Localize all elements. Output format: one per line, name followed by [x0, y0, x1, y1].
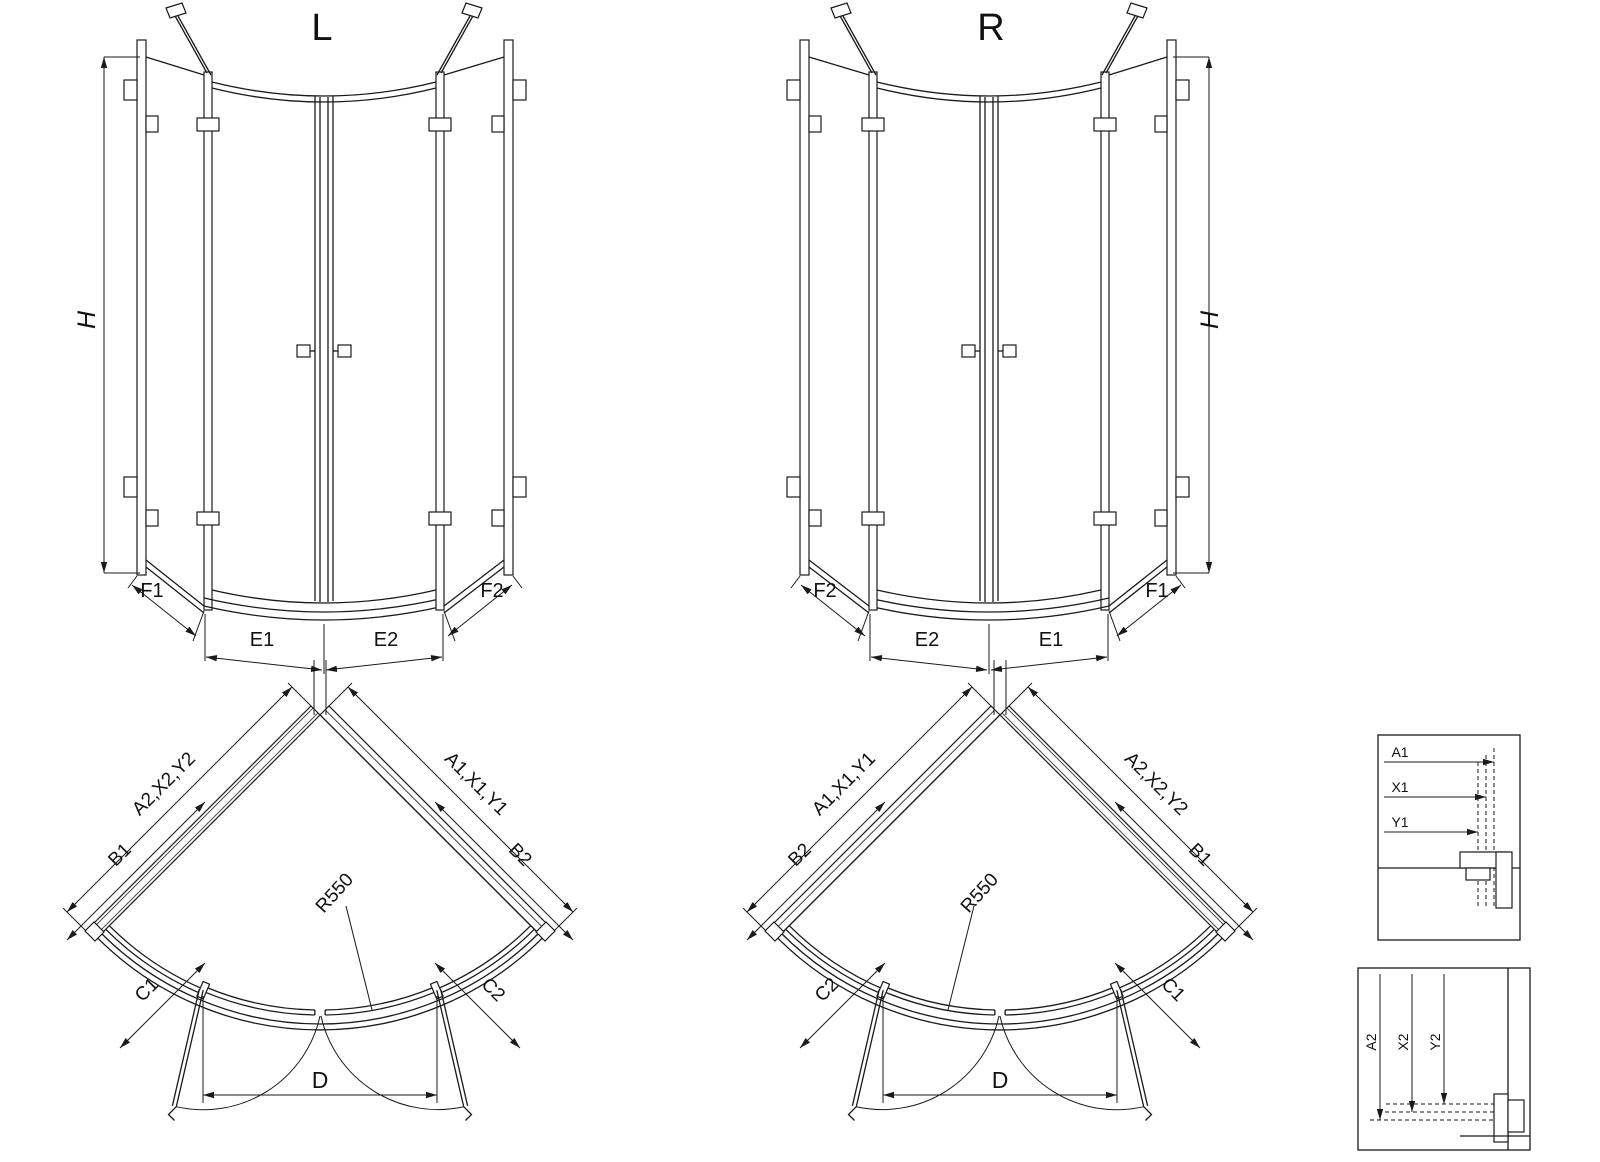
- plan-left-linework: [62, 660, 578, 1121]
- radius-leader: [345, 905, 373, 1011]
- detail-box-bottom: A2 X2 Y2: [1357, 967, 1531, 1151]
- f1-dimension-label-left: F1: [140, 580, 163, 602]
- curved-doors: [211, 81, 437, 604]
- e1-dimension-label-right: E1: [1039, 629, 1063, 651]
- plan-doors: [204, 986, 436, 1016]
- wall-left-dim-label-planL: A2,X2,Y2: [128, 748, 200, 820]
- d-dim-label-planL: D: [312, 1067, 329, 1093]
- wall-right-dim-label-planR: A2,X2,Y2: [1120, 748, 1192, 820]
- radius-label-planR: R550: [957, 869, 1003, 917]
- detail-top-a1-label: A1: [1391, 744, 1408, 760]
- plan-right-linework: [743, 660, 1257, 1121]
- fixed-panel-left: [145, 56, 205, 614]
- b-left-dim-label-planL: B1: [104, 839, 135, 870]
- f1-dimension-label-right: F1: [1145, 580, 1168, 602]
- door-handle-left: [296, 344, 315, 358]
- plan-bc-dimensions: [66, 801, 574, 1049]
- h-dimension-label-right: H: [1196, 310, 1224, 329]
- plan-d-dimension: [202, 996, 438, 1103]
- detail-top-x1-label: X1: [1391, 779, 1408, 795]
- b-left-dim-label-planR: B2: [784, 839, 815, 870]
- fixed-panel-right: [443, 56, 505, 614]
- plan-tray-rim: [96, 933, 544, 1031]
- b-right-dim-label-planR: B1: [1184, 839, 1215, 870]
- detail-box-top: A1 X1 Y1: [1377, 734, 1521, 941]
- support-rod-right: [436, 2, 483, 76]
- plan-wall-left: [85, 705, 321, 941]
- elevation-right-linework: [787, 3, 1209, 674]
- support-rod-left: [165, 2, 212, 76]
- e1-dimension-label-left: E1: [250, 629, 274, 651]
- e2-dimension-label-left: E2: [374, 629, 398, 651]
- door-handle-right: [333, 344, 352, 358]
- detail-bottom-a2-label: A2: [1363, 1033, 1379, 1050]
- detail-top-y1-label: Y1: [1391, 814, 1408, 830]
- detail-bottom-y2-label: Y2: [1427, 1033, 1443, 1050]
- hinge-profile-right: [428, 71, 452, 611]
- wall-right-dim-label-planL: A1,X1,Y1: [440, 748, 512, 820]
- d-dim-label-planR: D: [992, 1067, 1009, 1093]
- shower-tray: [203, 597, 445, 621]
- e2-dimension-label-right: E2: [915, 629, 939, 651]
- wall-profile-right: [491, 39, 527, 576]
- elevation-left-title: L: [311, 7, 332, 49]
- wall-left-dim-label-planR: A1,X1,Y1: [808, 748, 880, 820]
- detail-bottom-x2-label: X2: [1395, 1033, 1411, 1050]
- plan-fixed-segments: [105, 925, 535, 995]
- bottom-dimensions: [127, 575, 523, 674]
- plan-wall-right: [319, 705, 555, 941]
- f2-dimension-label-left: F2: [480, 580, 503, 602]
- hinge-profile-left: [196, 71, 220, 611]
- h-dimension: [100, 56, 140, 574]
- elevation-right-title: R: [977, 7, 1004, 49]
- elevation-left-linework: [100, 2, 527, 674]
- h-dimension-label-left: H: [73, 310, 101, 329]
- radius-label-planL: R550: [312, 869, 358, 917]
- f2-dimension-label-right: F2: [813, 580, 836, 602]
- b-right-dim-label-planL: B2: [504, 839, 535, 870]
- wall-profile-left: [123, 39, 159, 576]
